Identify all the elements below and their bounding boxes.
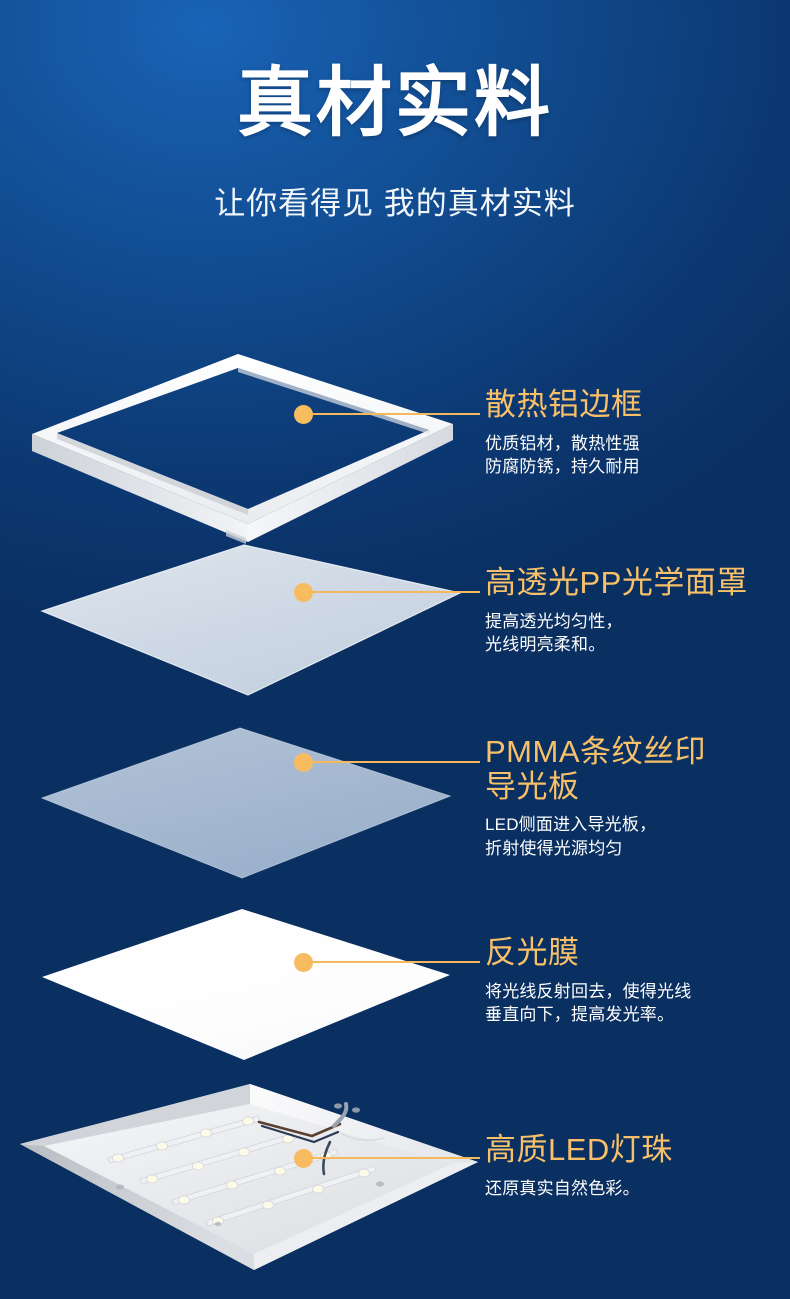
aluminum-frame-icon bbox=[20, 352, 470, 552]
callout-title: 散热铝边框 bbox=[485, 387, 643, 422]
callout-dot-aluminum-frame[interactable] bbox=[294, 405, 313, 424]
pp-diffuser-sheet-icon bbox=[20, 543, 470, 705]
callout-line-led-beads bbox=[308, 1157, 480, 1159]
callout-dot-pp-diffuser[interactable] bbox=[294, 583, 313, 602]
callout-title: 反光膜 bbox=[485, 935, 580, 970]
callout-description: LED侧面进入导光板， 折射使得光源均匀 bbox=[485, 815, 657, 858]
reflective-film-sheet-icon bbox=[20, 893, 470, 1065]
callout-title: PMMA条纹丝印 导光板 bbox=[485, 734, 706, 804]
callout-dot-pmma-light-guide[interactable] bbox=[294, 753, 313, 772]
callout-title: 高质LED灯珠 bbox=[485, 1132, 673, 1167]
callout-title: 高透光PP光学面罩 bbox=[485, 565, 748, 600]
callout-description: 优质铝材，散热性强 防腐防锈，持久耐用 bbox=[485, 433, 640, 477]
callout-line-reflective-film bbox=[308, 961, 480, 963]
page-header: 真材实料 让你看得见 我的真材实料 bbox=[0, 0, 790, 223]
callout-line-pmma-light-guide bbox=[308, 761, 480, 763]
callout-led-beads: 高质LED灯珠 还原真实自然色彩。 bbox=[485, 1132, 673, 1200]
led-tray-icon bbox=[12, 1082, 482, 1277]
page-subtitle: 让你看得见 我的真材实料 bbox=[214, 186, 576, 221]
callout-pp-diffuser: 高透光PP光学面罩 提高透光均匀性， 光线明亮柔和。 bbox=[485, 565, 748, 657]
callout-line-aluminum-frame bbox=[308, 413, 480, 415]
callout-reflective-film: 反光膜 将光线反射回去，使得光线 垂直向下，提高发光率。 bbox=[485, 935, 692, 1027]
callout-dot-led-beads[interactable] bbox=[294, 1149, 313, 1168]
callout-description: 将光线反射回去，使得光线 垂直向下，提高发光率。 bbox=[485, 981, 692, 1025]
callout-pmma-light-guide: PMMA条纹丝印 导光板 LED侧面进入导光板， 折射使得光源均匀 bbox=[485, 734, 706, 860]
callout-description: 提高透光均匀性， 光线明亮柔和。 bbox=[485, 611, 623, 655]
page-title: 真材实料 bbox=[237, 61, 553, 146]
pmma-light-guide-sheet-icon bbox=[20, 718, 470, 883]
callout-dot-reflective-film[interactable] bbox=[294, 953, 313, 972]
callout-aluminum-frame: 散热铝边框 优质铝材，散热性强 防腐防锈，持久耐用 bbox=[485, 387, 643, 479]
callout-description: 还原真实自然色彩。 bbox=[485, 1178, 640, 1198]
callout-line-pp-diffuser bbox=[308, 591, 480, 593]
